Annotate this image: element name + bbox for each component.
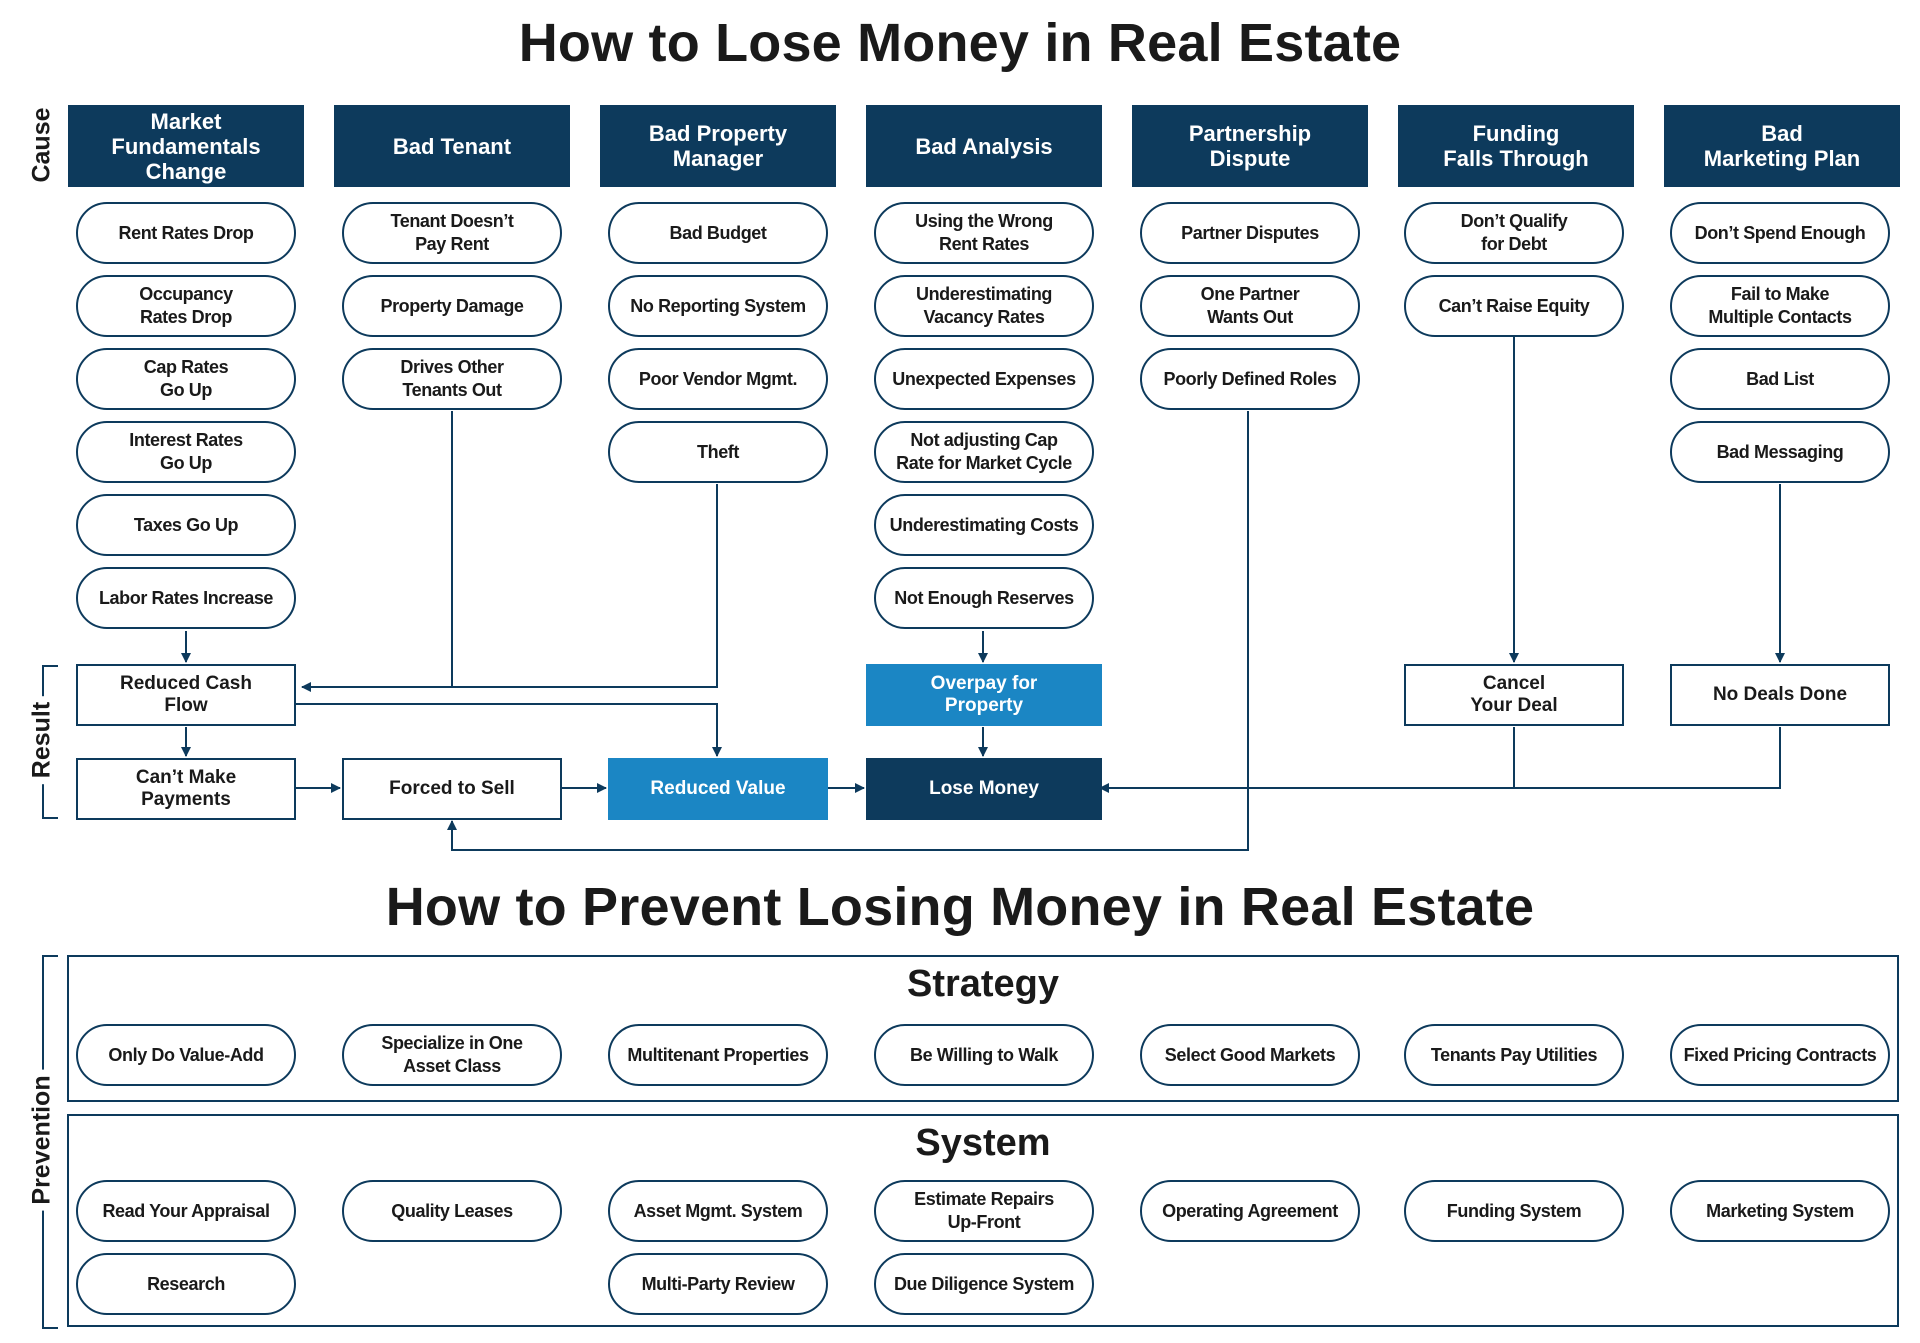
cause-bad-budget: Bad Budget	[608, 202, 828, 264]
line-tenant-to-cashflow	[301, 411, 453, 692]
strategy-value-add: Only Do Value-Add	[76, 1024, 296, 1086]
system-read-appraisal: Read Your Appraisal	[76, 1180, 296, 1242]
strategy-specialize-asset-class: Specialize in One Asset Class	[342, 1024, 562, 1086]
arrow-partnership-to-sell	[447, 411, 1249, 851]
strategy-willing-to-walk: Be Willing to Walk	[874, 1024, 1094, 1086]
prevention-title: How to Prevent Losing Money in Real Esta…	[385, 877, 1535, 937]
system-estimate-repairs: Estimate Repairs Up-Front	[874, 1180, 1094, 1242]
cause-theft: Theft	[608, 421, 828, 483]
cause-partner-disputes: Partner Disputes	[1140, 202, 1360, 264]
cause-poor-vendor-mgmt: Poor Vendor Mgmt.	[608, 348, 828, 410]
cause-underestimating-vacancy: Underestimating Vacancy Rates	[874, 275, 1094, 337]
strategy-panel: Strategy	[67, 955, 1899, 1102]
strategy-fixed-pricing-contracts: Fixed Pricing Contracts	[1670, 1024, 1890, 1086]
system-marketing-system: Marketing System	[1670, 1180, 1890, 1242]
page-title: How to Lose Money in Real Estate	[518, 13, 1402, 73]
system-panel: System	[67, 1114, 1899, 1327]
result-no-deals-done: No Deals Done	[1670, 664, 1890, 726]
cause-no-reporting-system: No Reporting System	[608, 275, 828, 337]
header-partnership-dispute: Partnership Dispute	[1132, 105, 1368, 187]
result-forced-to-sell: Forced to Sell	[342, 758, 562, 820]
cause-labor-rates-increase: Labor Rates Increase	[76, 567, 296, 629]
header-bad-tenant: Bad Tenant	[334, 105, 570, 187]
cause-wrong-rent-rates: Using the Wrong Rent Rates	[874, 202, 1094, 264]
cause-occupancy-rates-drop: Occupancy Rates Drop	[76, 275, 296, 337]
cause-poorly-defined-roles: Poorly Defined Roles	[1140, 348, 1360, 410]
result-reduced-cash-flow: Reduced Cash Flow	[76, 664, 296, 726]
cause-property-damage: Property Damage	[342, 275, 562, 337]
header-bad-analysis: Bad Analysis	[866, 105, 1102, 187]
system-asset-mgmt: Asset Mgmt. System	[608, 1180, 828, 1242]
system-research: Research	[76, 1253, 296, 1315]
system-operating-agreement: Operating Agreement	[1140, 1180, 1360, 1242]
strategy-multitenant-properties: Multitenant Properties	[608, 1024, 828, 1086]
cause-unexpected-expenses: Unexpected Expenses	[874, 348, 1094, 410]
cause-tenant-doesnt-pay: Tenant Doesn’t Pay Rent	[342, 202, 562, 264]
line-manager-to-cashflow	[452, 484, 718, 688]
system-title: System	[915, 1122, 1051, 1164]
cause-bad-list: Bad List	[1670, 348, 1890, 410]
strategy-tenants-pay-utilities: Tenants Pay Utilities	[1404, 1024, 1624, 1086]
header-bad-marketing-plan: Bad Marketing Plan	[1664, 105, 1900, 187]
system-funding-system: Funding System	[1404, 1180, 1624, 1242]
cause-taxes-go-up: Taxes Go Up	[76, 494, 296, 556]
cause-partner-wants-out: One Partner Wants Out	[1140, 275, 1360, 337]
arrow-cancel-to-lose	[1099, 727, 1515, 793]
cause-multiple-contacts: Fail to Make Multiple Contacts	[1670, 275, 1890, 337]
strategy-select-good-markets: Select Good Markets	[1140, 1024, 1360, 1086]
result-overpay-for-property: Overpay for Property	[866, 664, 1102, 726]
system-quality-leases: Quality Leases	[342, 1180, 562, 1242]
system-due-diligence: Due Diligence System	[874, 1253, 1094, 1315]
cause-dont-spend-enough: Don’t Spend Enough	[1670, 202, 1890, 264]
cause-interest-rates-go-up: Interest Rates Go Up	[76, 421, 296, 483]
cause-rent-rates-drop: Rent Rates Drop	[76, 202, 296, 264]
system-multi-party-review: Multi-Party Review	[608, 1253, 828, 1315]
result-reduced-value: Reduced Value	[608, 758, 828, 820]
cause-bad-messaging: Bad Messaging	[1670, 421, 1890, 483]
cause-cant-raise-equity: Can’t Raise Equity	[1404, 275, 1624, 337]
header-funding-falls-through: Funding Falls Through	[1398, 105, 1634, 187]
cause-dont-qualify-debt: Don’t Qualify for Debt	[1404, 202, 1624, 264]
header-market-fundamentals: Market Fundamentals Change	[68, 105, 304, 187]
cause-underestimating-costs: Underestimating Costs	[874, 494, 1094, 556]
arrow-cashflow-to-value	[296, 703, 722, 757]
result-cancel-your-deal: Cancel Your Deal	[1404, 664, 1624, 726]
header-bad-property-manager: Bad Property Manager	[600, 105, 836, 187]
result-cant-make-payments: Can’t Make Payments	[76, 758, 296, 820]
cause-cap-rates-go-up: Cap Rates Go Up	[76, 348, 296, 410]
strategy-title: Strategy	[906, 963, 1060, 1005]
result-lose-money: Lose Money	[866, 758, 1102, 820]
line-nodeals-to-lose	[1514, 727, 1781, 789]
cause-drives-tenants-out: Drives Other Tenants Out	[342, 348, 562, 410]
cause-cap-rate-market-cycle: Not adjusting Cap Rate for Market Cycle	[874, 421, 1094, 483]
cause-not-enough-reserves: Not Enough Reserves	[874, 567, 1094, 629]
